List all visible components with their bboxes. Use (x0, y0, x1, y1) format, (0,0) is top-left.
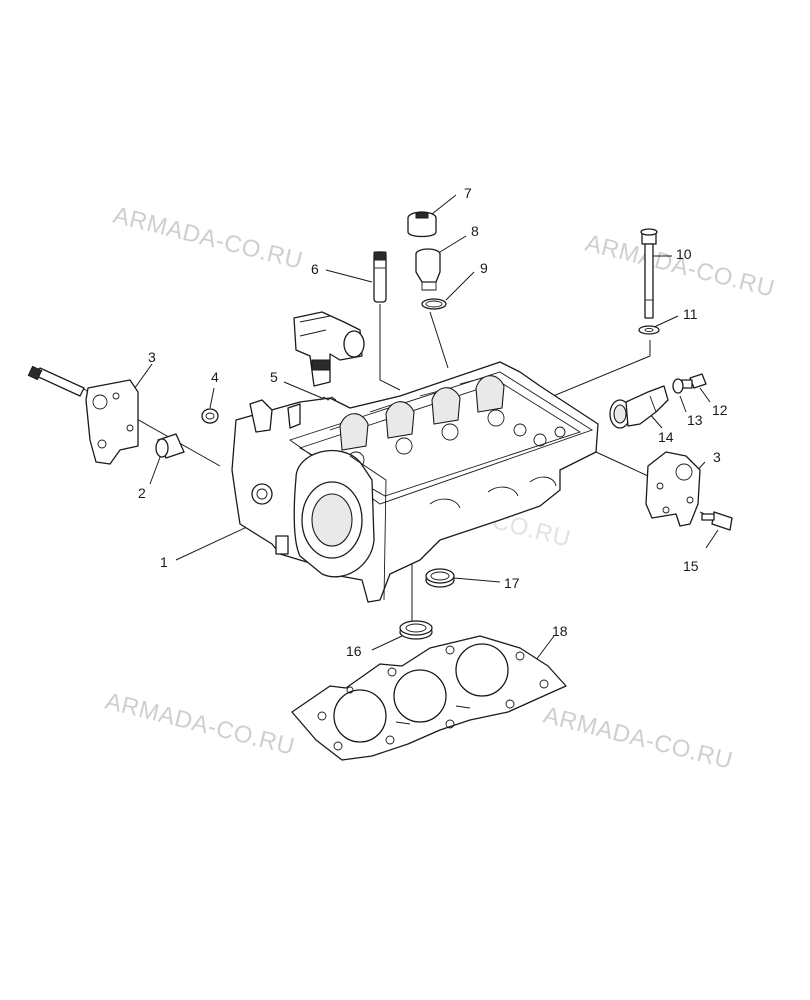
watermark-bottom-left: ARMADA-CO.RU (103, 688, 298, 761)
watermark-top-right: ARMADA-CO.RU (583, 230, 778, 303)
bolt-washer (638, 325, 660, 335)
sealing-plug (201, 408, 219, 424)
callout-1: 1 (160, 554, 168, 570)
dowel-sleeve (155, 433, 185, 459)
watermark-bottom-right: ARMADA-CO.RU (541, 702, 736, 775)
callout-17: 17 (504, 575, 520, 591)
callout-3-left: 3 (148, 349, 156, 365)
oil-seal-17 (425, 568, 455, 588)
callout-4: 4 (211, 369, 219, 385)
filler-neck (415, 248, 441, 291)
callout-11: 11 (683, 306, 698, 322)
small-spring (319, 396, 337, 401)
head-gasket (291, 635, 567, 761)
o-ring-9 (421, 298, 447, 310)
head-bolt (640, 228, 658, 319)
watermark-top-left: ARMADA-CO.RU (111, 202, 306, 275)
callout-18: 18 (552, 623, 568, 639)
oil-seal-16 (399, 620, 433, 640)
callout-labels: 1 2 3 3 4 5 6 7 8 9 10 11 12 13 14 15 16… (138, 185, 728, 659)
engine-bracket-left (27, 365, 139, 465)
callout-16: 16 (346, 643, 362, 659)
callout-3-right: 3 (713, 449, 721, 465)
banjo-bolt (681, 373, 707, 389)
filler-cap (407, 211, 437, 238)
callout-12: 12 (712, 402, 728, 418)
guide-pin (373, 251, 387, 303)
oil-control-valve (293, 311, 365, 387)
callout-14: 14 (658, 429, 674, 445)
callout-10: 10 (676, 246, 692, 262)
callout-8: 8 (471, 223, 479, 239)
callout-5: 5 (270, 369, 278, 385)
callout-7: 7 (464, 185, 472, 201)
temperature-sensor-housing (609, 385, 669, 429)
sealing-washer (672, 378, 684, 394)
callout-9: 9 (480, 260, 488, 276)
bracket-bolt (701, 511, 733, 531)
cylinder-head (231, 361, 599, 603)
callout-6: 6 (311, 261, 319, 277)
callout-13: 13 (687, 412, 703, 428)
callout-15: 15 (683, 558, 699, 574)
engine-bracket-right (645, 451, 701, 527)
callout-2: 2 (138, 485, 146, 501)
